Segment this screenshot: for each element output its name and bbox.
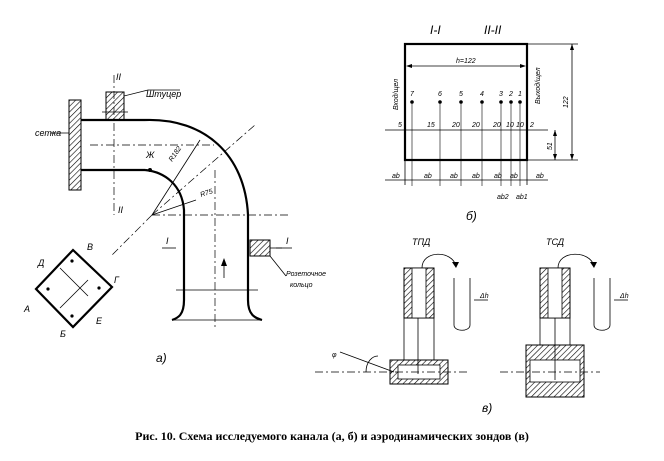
diagram-v: ТПД ТСД Δh φ Δh в) <box>315 237 629 415</box>
probe-square <box>34 248 114 329</box>
label-vhod: Вход/щел <box>392 79 400 110</box>
ab-label: ab <box>494 173 502 180</box>
probe-point-label: 4 <box>480 91 484 98</box>
label-a: А <box>23 304 30 314</box>
label-zh: Ж <box>145 150 155 160</box>
label-dh2: Δh <box>619 293 629 300</box>
label-setka: сетка <box>35 128 61 138</box>
label-r75: R75 <box>199 188 213 199</box>
section-rect <box>403 42 529 162</box>
label-e: Е <box>96 316 103 326</box>
label-r182: R182 <box>168 145 183 163</box>
spacing-label: 20 <box>471 122 480 129</box>
caption-b: б) <box>466 209 477 223</box>
duct-outer-bend <box>144 118 263 322</box>
inlet-flange <box>68 99 82 191</box>
ab-lower-label: ab1 <box>516 194 528 201</box>
label-sec-1-1: I-I <box>430 23 441 37</box>
ab-label: ab <box>450 173 458 180</box>
label-v: В <box>87 242 93 252</box>
label-dim51: 51 <box>547 142 554 150</box>
spacing-label: 20 <box>451 122 460 129</box>
label-sec-1-mirror: I <box>286 236 289 246</box>
spacing-label: 10 <box>506 122 514 129</box>
label-rozetka: Розеточное <box>286 271 326 278</box>
caption-v: в) <box>482 401 492 415</box>
label-sec-2-lower: II <box>118 205 124 215</box>
ab-lower-label: ab2 <box>497 194 509 201</box>
point-zh <box>148 168 152 172</box>
label-b: Б <box>60 329 66 339</box>
spacing-label: 15 <box>427 122 435 129</box>
label-tpd: ТПД <box>412 237 431 247</box>
label-sec-2: II <box>116 72 122 82</box>
spacing-label: 20 <box>492 122 501 129</box>
label-tsd: ТСД <box>546 237 565 247</box>
probe-point-label: 1 <box>518 91 522 98</box>
label-g: Г <box>114 275 120 285</box>
label-kolco: кольцо <box>290 282 313 289</box>
spacing-label: 2 <box>529 122 534 129</box>
duct-inner-bend <box>144 168 186 322</box>
fitting <box>105 91 125 121</box>
label-phi: φ <box>332 352 337 359</box>
probe-point-label: 5 <box>459 91 463 98</box>
label-sec-2-2: II-II <box>484 23 502 37</box>
label-shtutser: Штуцер <box>146 89 181 99</box>
ab-label: ab <box>510 173 518 180</box>
probe-point-label: 6 <box>438 91 442 98</box>
spacing-label: 10 <box>516 122 524 129</box>
probe-point-label: 7 <box>410 91 415 98</box>
diagram-b: I-I II-II h=122 Вход/щел Выход/щел 122 5… <box>385 23 578 223</box>
label-dh1: Δh <box>479 293 489 300</box>
ab-label: ab <box>536 173 544 180</box>
diagram-a: II Штуцер сетка Ж R182 R75 II I I Розето… <box>23 72 326 365</box>
label-sec-1: I <box>166 236 169 246</box>
ring-fitting <box>249 239 271 257</box>
label-h122: h=122 <box>456 58 476 65</box>
ab-label: ab <box>472 173 480 180</box>
ab-label: ab <box>392 173 400 180</box>
label-d: Д <box>37 258 45 268</box>
ab-label: ab <box>424 173 432 180</box>
caption-a: а) <box>156 351 167 365</box>
probe-point-label: 2 <box>508 91 513 98</box>
figure-caption: Рис. 10. Схема исследуемого канала (а, б… <box>135 429 529 443</box>
spacing-label: 5 <box>398 122 402 129</box>
label-dim122: 122 <box>563 96 570 108</box>
label-vyhod: Выход/щел <box>534 67 542 104</box>
probe-point-label: 3 <box>499 91 503 98</box>
